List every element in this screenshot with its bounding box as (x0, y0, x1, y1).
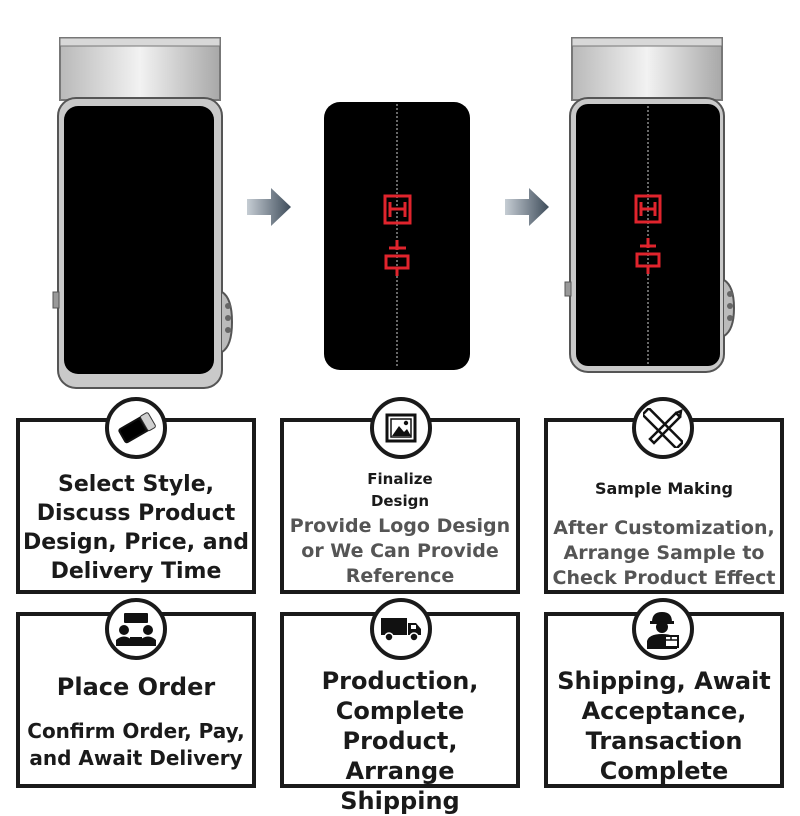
step-desc-line: Provide Logo Design (289, 515, 511, 537)
step-icon-circle (370, 397, 432, 459)
step-desc-line: Reference (345, 565, 455, 587)
step-title-line: Shipping, Await (557, 667, 771, 695)
step-desc-line: Arrange Sample to (563, 542, 765, 564)
step-title: Finalize Design (284, 468, 516, 512)
step-title-line: Shipping (340, 787, 460, 815)
step-desc-line: and Await Delivery (29, 746, 243, 770)
step-title: Place Order (56, 673, 216, 701)
step-title: Sample Making (594, 479, 734, 498)
product-image-logo-design (322, 100, 472, 372)
step-icon-circle (105, 598, 167, 660)
step-box-select-style: Select Style, Discuss Product Design, Pr… (16, 418, 256, 594)
arrow-right-icon (247, 186, 293, 228)
step-title: Production, Complete Product, Arrange Sh… (284, 666, 516, 816)
step-icon-circle (105, 397, 167, 459)
step-title-line: Production, (321, 667, 479, 695)
meeting-icon (116, 612, 156, 646)
arrow-right-icon (505, 186, 551, 228)
step-icon-circle (370, 598, 432, 660)
product-image-sample-buckle (562, 36, 752, 376)
step-description: Provide Logo Design or We Can Provide Re… (284, 514, 516, 589)
step-desc-line: Check Product Effect (552, 567, 776, 589)
buckle-phone-icon (115, 411, 157, 445)
step-desc-line: or We Can Provide (301, 540, 499, 562)
product-image-plain-buckle (50, 36, 240, 392)
image-icon (385, 413, 417, 443)
step-title-line: Delivery Time (50, 559, 222, 584)
step-title-line: Select Style, (58, 472, 214, 497)
step-title: Select Style, Discuss Product Design, Pr… (20, 470, 252, 586)
step-title-line: Design, Price, and (23, 530, 249, 555)
step-title-line: Complete (335, 697, 465, 725)
step-desc-line: Confirm Order, Pay, (27, 719, 245, 743)
step-description: Confirm Order, Pay, and Await Delivery (20, 718, 252, 772)
step-title-line: Acceptance, (581, 697, 747, 725)
step-box-finalize-design: Finalize Design Provide Logo Design or W… (280, 418, 520, 594)
step-title: Shipping, Await Acceptance, Transaction … (548, 666, 780, 786)
delivery-truck-icon (380, 615, 422, 643)
step-title-line: Product, Arrange (342, 727, 458, 785)
step-icon-circle (632, 397, 694, 459)
courier-box-icon (643, 609, 683, 649)
step-title-line: Finalize (367, 470, 433, 488)
step-desc-line: After Customization, (553, 517, 775, 539)
step-title-line: Complete (599, 757, 729, 785)
step-title-line: Discuss Product (36, 501, 236, 526)
ruler-pencil-icon (643, 408, 683, 448)
step-title-line: Design (370, 492, 430, 510)
step-icon-circle (632, 598, 694, 660)
step-title-line: Transaction (585, 727, 743, 755)
step-description: After Customization, Arrange Sample to C… (548, 516, 780, 591)
